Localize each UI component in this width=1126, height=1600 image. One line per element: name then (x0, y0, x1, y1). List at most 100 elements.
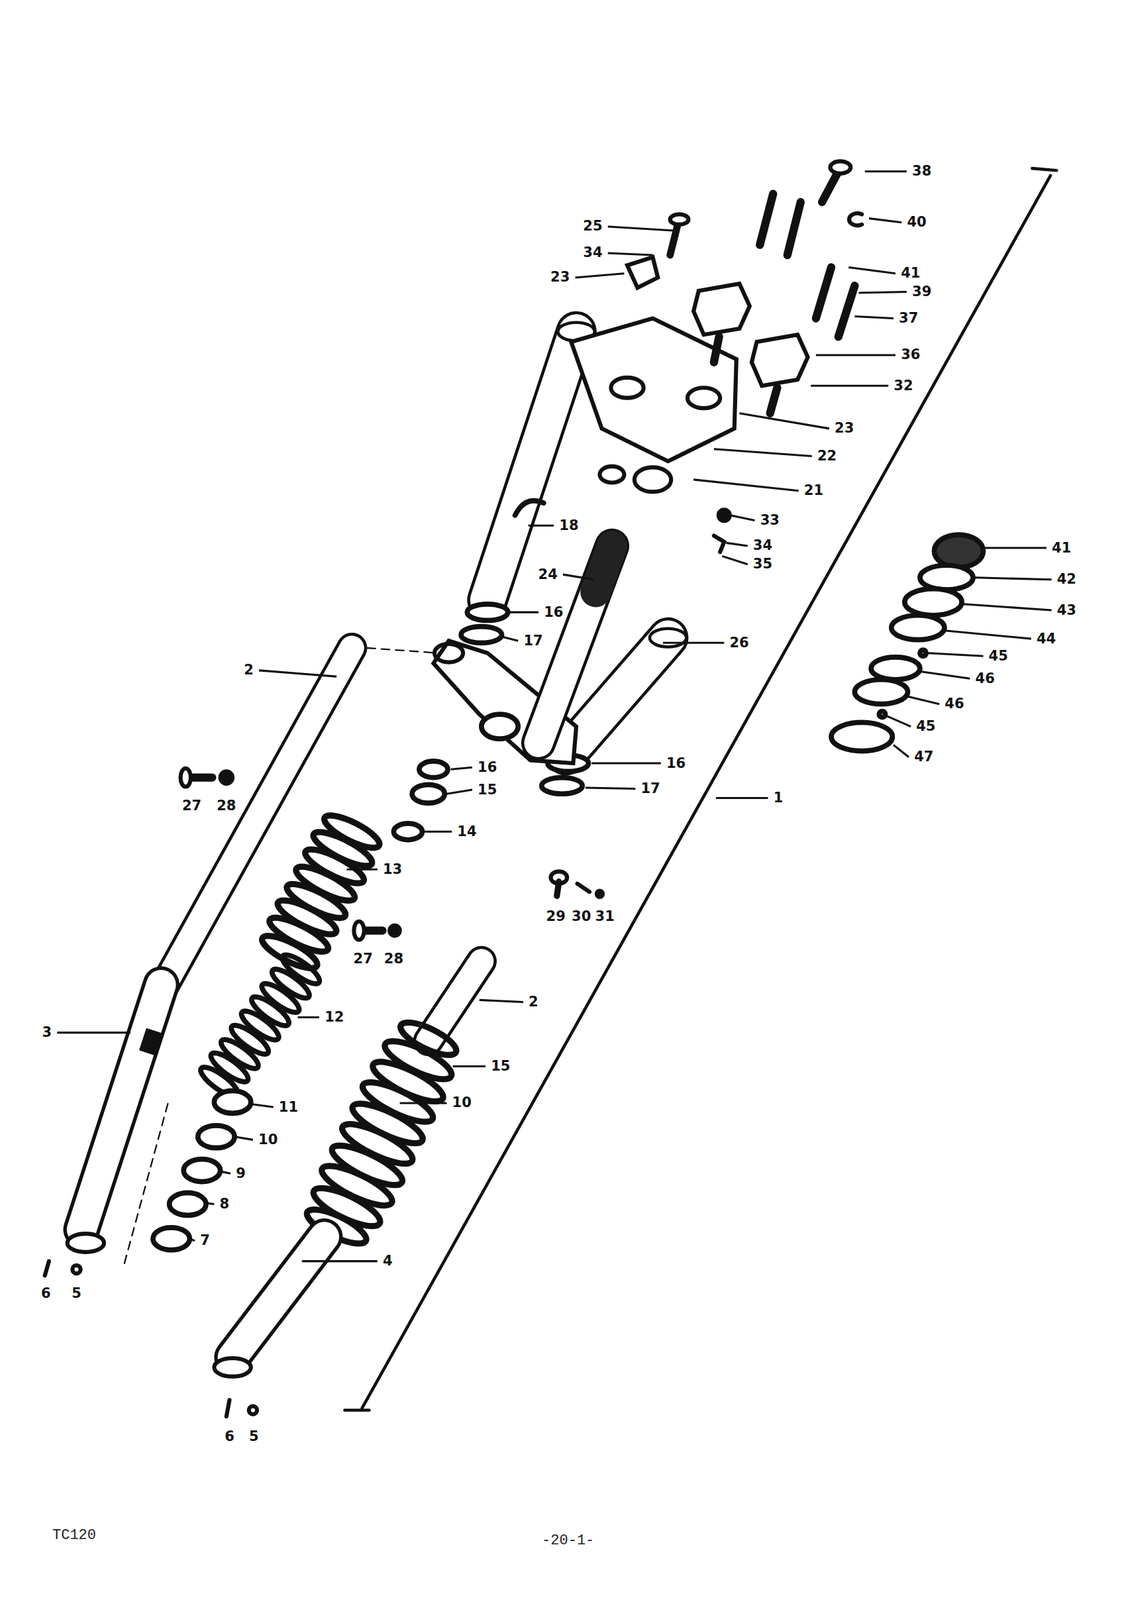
leader-line (963, 604, 1052, 611)
exploded-view (45, 160, 1058, 1416)
fork-cover (487, 331, 577, 601)
callout-number: 36 (899, 347, 922, 363)
leader-line (920, 670, 970, 679)
callout-number: 27 (180, 798, 203, 814)
leader-line (563, 574, 594, 580)
handlebar-clamp (751, 334, 809, 386)
callout-number: 39 (910, 284, 933, 300)
leader-line (848, 267, 896, 274)
callout-number: 25 (581, 218, 604, 234)
callout-number: 45 (987, 648, 1010, 664)
leader-line (739, 413, 830, 429)
leader-line (400, 1101, 448, 1104)
fork-spring (196, 950, 324, 1101)
leader-line (608, 226, 674, 231)
leader-line (574, 273, 624, 278)
washer (72, 1265, 81, 1274)
bolt (821, 171, 839, 203)
boot-fold (258, 929, 322, 975)
seal-set (393, 761, 448, 840)
leader-line (451, 767, 473, 769)
callout-number: 43 (1055, 602, 1078, 618)
bolt-head (180, 768, 191, 787)
callout-number: 23 (833, 420, 856, 436)
screw (226, 1399, 230, 1417)
ring (213, 1090, 251, 1113)
callout-number: 15 (476, 782, 499, 798)
leader-line (865, 170, 907, 173)
callout-number: 7 (198, 1232, 212, 1248)
callout-number: 1 (772, 790, 785, 806)
leader-line (298, 1016, 320, 1019)
callout-number: 27 (352, 951, 375, 967)
outer-tube (81, 984, 161, 1230)
callout-number: 47 (912, 749, 935, 765)
group-line (362, 175, 1051, 1409)
stem-nut (599, 466, 624, 483)
leader-line (893, 744, 909, 757)
ring (198, 1125, 235, 1148)
callout-number: 46 (943, 696, 966, 712)
callout-number: 12 (323, 1009, 346, 1025)
bolt (816, 267, 832, 319)
axle-tab (67, 1233, 104, 1252)
cushion (460, 626, 503, 644)
leader-line (810, 384, 889, 387)
washer (596, 890, 603, 897)
leader-line (189, 1238, 195, 1241)
stem-nut (634, 466, 671, 492)
stem-nut (934, 534, 984, 567)
bolt (557, 881, 560, 897)
ring (153, 1227, 190, 1250)
bolt-set (45, 768, 603, 1417)
callout-number: 35 (751, 556, 774, 572)
callout-number: 29 (545, 908, 567, 924)
fork-cover (487, 331, 577, 601)
bolt (787, 202, 801, 256)
callout-number: 30 (570, 908, 593, 924)
callout-number: 6 (39, 1285, 53, 1301)
leader-line (887, 716, 911, 726)
ring-set (153, 1090, 252, 1250)
leader-line (502, 636, 519, 641)
leader-line (974, 577, 1052, 580)
leader-line (985, 547, 1047, 550)
bolt (759, 194, 773, 246)
group-line (1031, 168, 1057, 171)
callout-number: 42 (1055, 571, 1078, 587)
fork-boot (258, 809, 384, 974)
callout-number: 44 (1035, 631, 1058, 647)
page-footer: -20-1- (540, 1532, 596, 1549)
washer (849, 213, 862, 226)
callout-number: 6 (223, 1428, 236, 1444)
leader-line (258, 670, 337, 677)
outer-tube (232, 1236, 325, 1358)
callout-number: 40 (905, 214, 928, 230)
bolt (670, 222, 679, 256)
bolt-head (670, 213, 689, 224)
washer (220, 770, 233, 783)
callout-number: 28 (215, 798, 238, 814)
ball (878, 711, 885, 718)
callout-number: 34 (751, 537, 774, 554)
dash-line (366, 647, 439, 654)
stem-thread (595, 545, 613, 592)
callout-number: 34 (581, 245, 604, 261)
leader-line (220, 1171, 231, 1174)
leader-line (730, 515, 756, 521)
stem-nut (481, 714, 518, 739)
leader-line (944, 630, 1032, 639)
ring (169, 1192, 206, 1215)
callout-number: 45 (914, 718, 937, 734)
boot-fold (317, 1158, 397, 1213)
race (854, 679, 908, 705)
bracket-hole (610, 377, 644, 399)
seal (393, 823, 422, 840)
cushion (466, 604, 509, 621)
race (891, 615, 945, 640)
callout-number: 32 (892, 378, 915, 394)
callout-number: 10 (451, 1094, 473, 1111)
leader-line (446, 789, 472, 794)
screw (45, 1261, 50, 1276)
